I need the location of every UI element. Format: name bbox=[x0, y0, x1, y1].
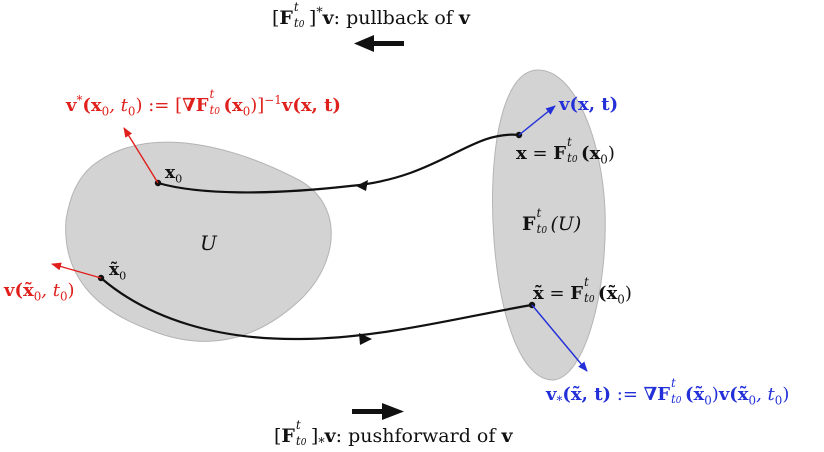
trajectory-upper bbox=[157, 133, 520, 194]
title-pullback-bracket: [ bbox=[272, 7, 280, 29]
vector-v0-arrow bbox=[51, 262, 102, 279]
vector-pullback-arrow bbox=[123, 127, 159, 184]
trajectory-upper-arrowhead bbox=[356, 180, 368, 191]
title-pullback-F: F bbox=[279, 7, 293, 29]
v0-label: v(x̃0, t0) bbox=[4, 280, 75, 304]
region-U bbox=[65, 141, 332, 342]
x0-tilde-label: x̃0 bbox=[109, 260, 127, 283]
pullback-direction-arrow bbox=[354, 35, 404, 52]
trajectory-lower-arrowhead bbox=[359, 333, 372, 345]
region-U-label: U bbox=[200, 231, 217, 255]
v-label: v(x, t) bbox=[559, 94, 619, 115]
pushforward-direction-arrow bbox=[352, 403, 404, 420]
x0-label: x0 bbox=[165, 163, 183, 186]
vector-pushforward-arrow bbox=[531, 304, 588, 372]
trajectory-lower bbox=[100, 277, 533, 341]
region-image bbox=[492, 69, 606, 381]
vector-v-arrow bbox=[518, 105, 556, 136]
